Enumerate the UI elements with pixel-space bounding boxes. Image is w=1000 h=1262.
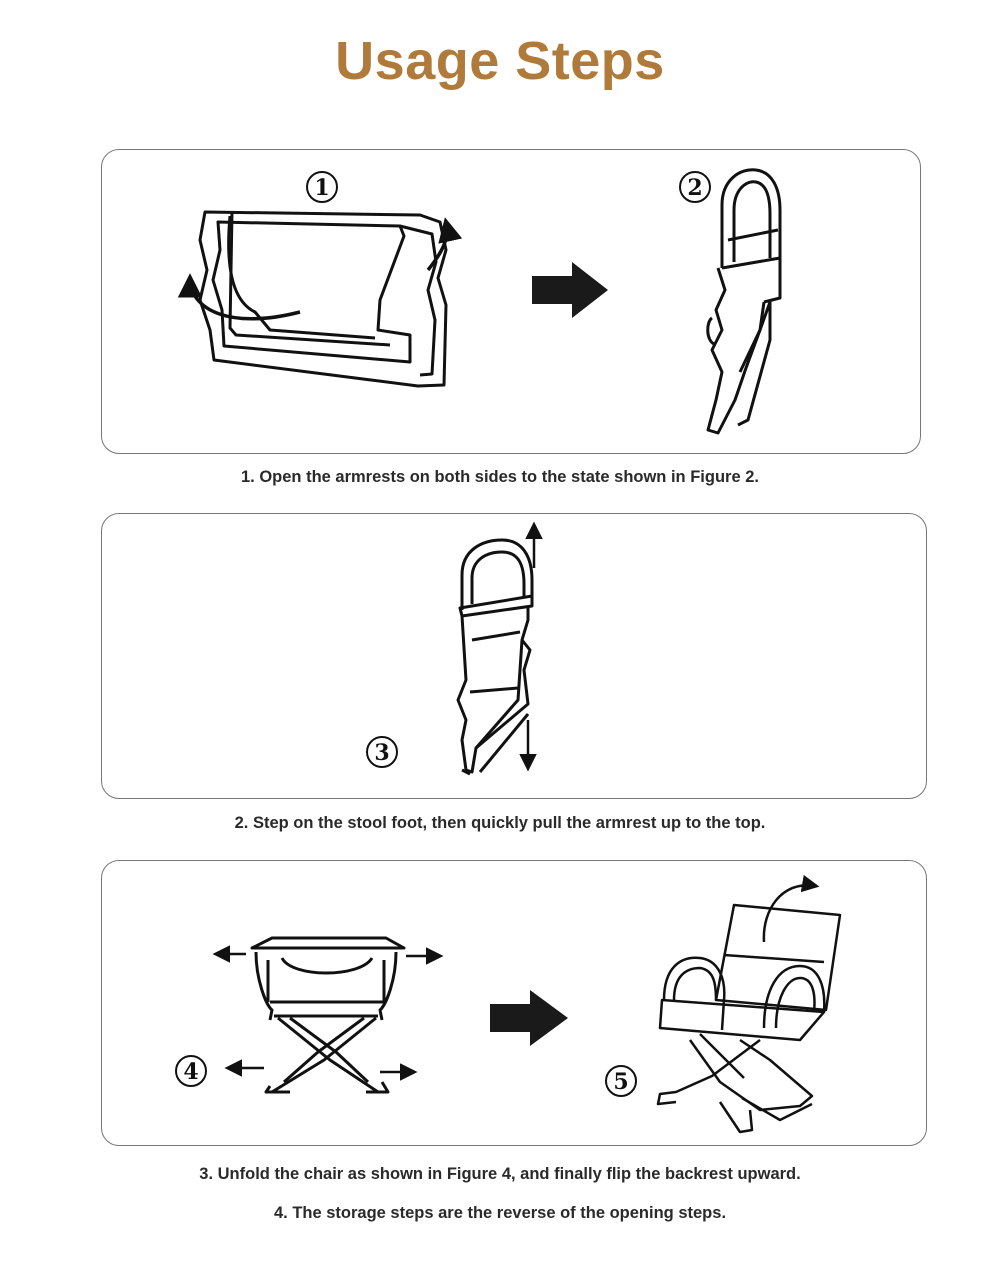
page-title: Usage Steps: [335, 31, 665, 91]
caption-step-4: 4. The storage steps are the reverse of …: [273, 1204, 727, 1222]
step-panel-3: [101, 860, 927, 1146]
step-panel-2: [101, 513, 927, 799]
caption-step-3: 3. Unfold the chair as shown in Figure 4…: [199, 1165, 801, 1183]
caption-step-1: 1. Open the armrests on both sides to th…: [240, 468, 759, 486]
caption-step-2: 2. Step on the stool foot, then quickly …: [234, 814, 766, 832]
step-panel-1: [101, 149, 921, 454]
